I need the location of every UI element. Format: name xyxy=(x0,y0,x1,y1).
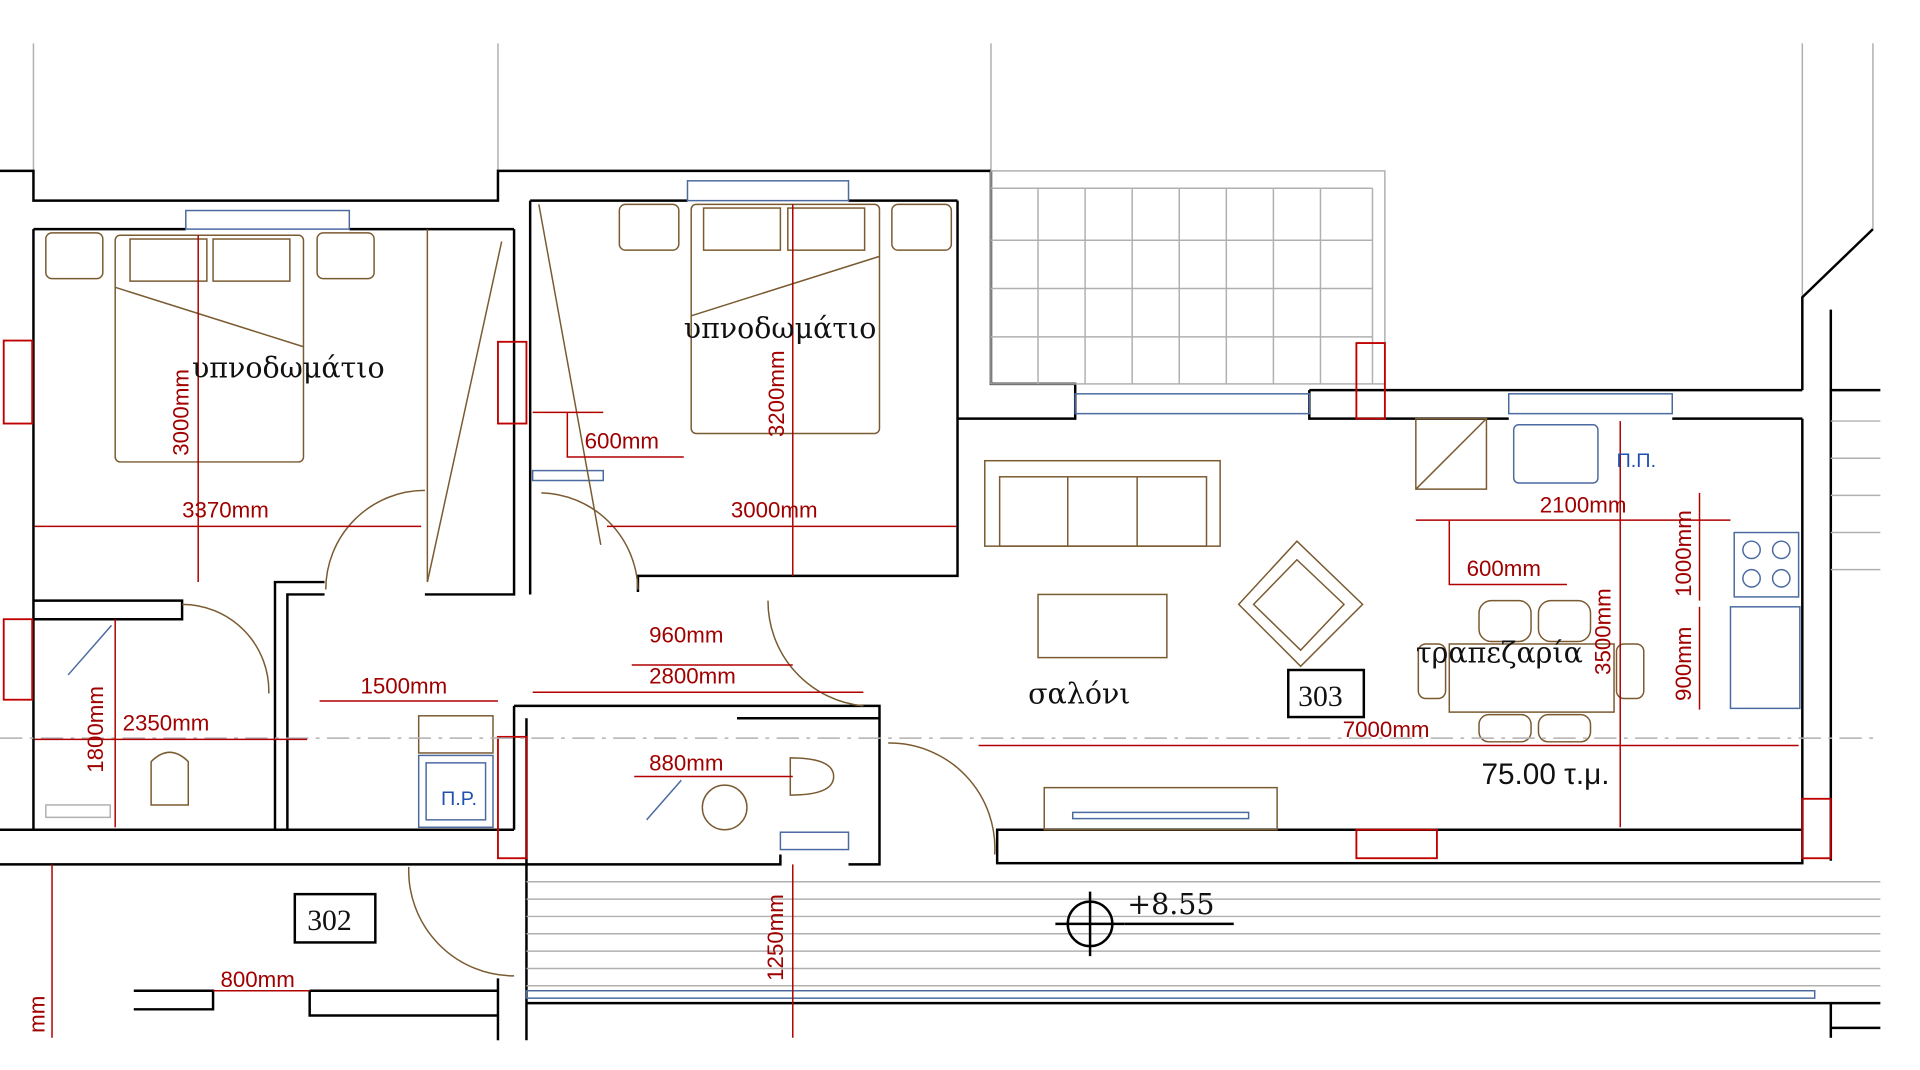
kitchen-appliance-label: Π.Π. xyxy=(1617,450,1657,472)
dim-wc-880: 880mm xyxy=(649,750,723,775)
dim-hall-960: 960mm xyxy=(649,623,723,648)
dim-laundry-1500: 1500mm xyxy=(360,674,447,699)
dim-bed1-width: 3370mm xyxy=(182,498,269,523)
dim-cut-label: mm xyxy=(25,996,50,1033)
furniture xyxy=(0,203,1881,977)
dim-bath-2350: 2350mm xyxy=(123,711,210,736)
dim-bed1-height: 3000mm xyxy=(168,369,193,456)
dim-bed2-width: 3000mm xyxy=(731,498,818,523)
dim-fridge: 900mm xyxy=(1671,627,1696,701)
dim-kitchen-side: 1000mm xyxy=(1671,510,1696,597)
laundry-label: Π.Ρ. xyxy=(441,788,477,810)
dim-kitchen-gap: 600mm xyxy=(1467,556,1541,581)
dim-neighbor-800: 800mm xyxy=(220,967,294,992)
dim-living-width: 7000mm xyxy=(1343,717,1430,742)
outline-lines xyxy=(32,43,1874,298)
room-label-dining: τραπεζαρία xyxy=(1416,637,1583,670)
unit-303-label: 303 xyxy=(1298,681,1343,713)
elevation-marker: +8.55 xyxy=(1055,888,1234,957)
room-label-living: σαλόνι xyxy=(1028,677,1130,710)
dim-closet-gap: 600mm xyxy=(585,428,659,453)
unit-302-label: 302 xyxy=(307,905,352,937)
dim-kitchen-width: 2100mm xyxy=(1540,493,1627,518)
balcony-tiles xyxy=(526,170,1881,987)
room-label-bedroom-1: υπνοδωμάτιο xyxy=(192,352,385,385)
area-label: 75.00 τ.μ. xyxy=(1481,758,1609,791)
columns xyxy=(2,339,1832,860)
dim-balcony-depth: 1250mm xyxy=(763,894,788,981)
elevation-label: +8.55 xyxy=(1127,888,1214,921)
dim-bath-1800: 1800mm xyxy=(83,686,108,773)
dim-living-depth: 3500mm xyxy=(1590,588,1615,675)
dim-bed2-height: 3200mm xyxy=(764,350,789,437)
windows xyxy=(185,180,1816,999)
room-label-bedroom-2: υπνοδωμάτιο xyxy=(684,312,877,345)
dimension-lines xyxy=(34,204,1799,1038)
dim-hall-2800: 2800mm xyxy=(649,664,736,689)
